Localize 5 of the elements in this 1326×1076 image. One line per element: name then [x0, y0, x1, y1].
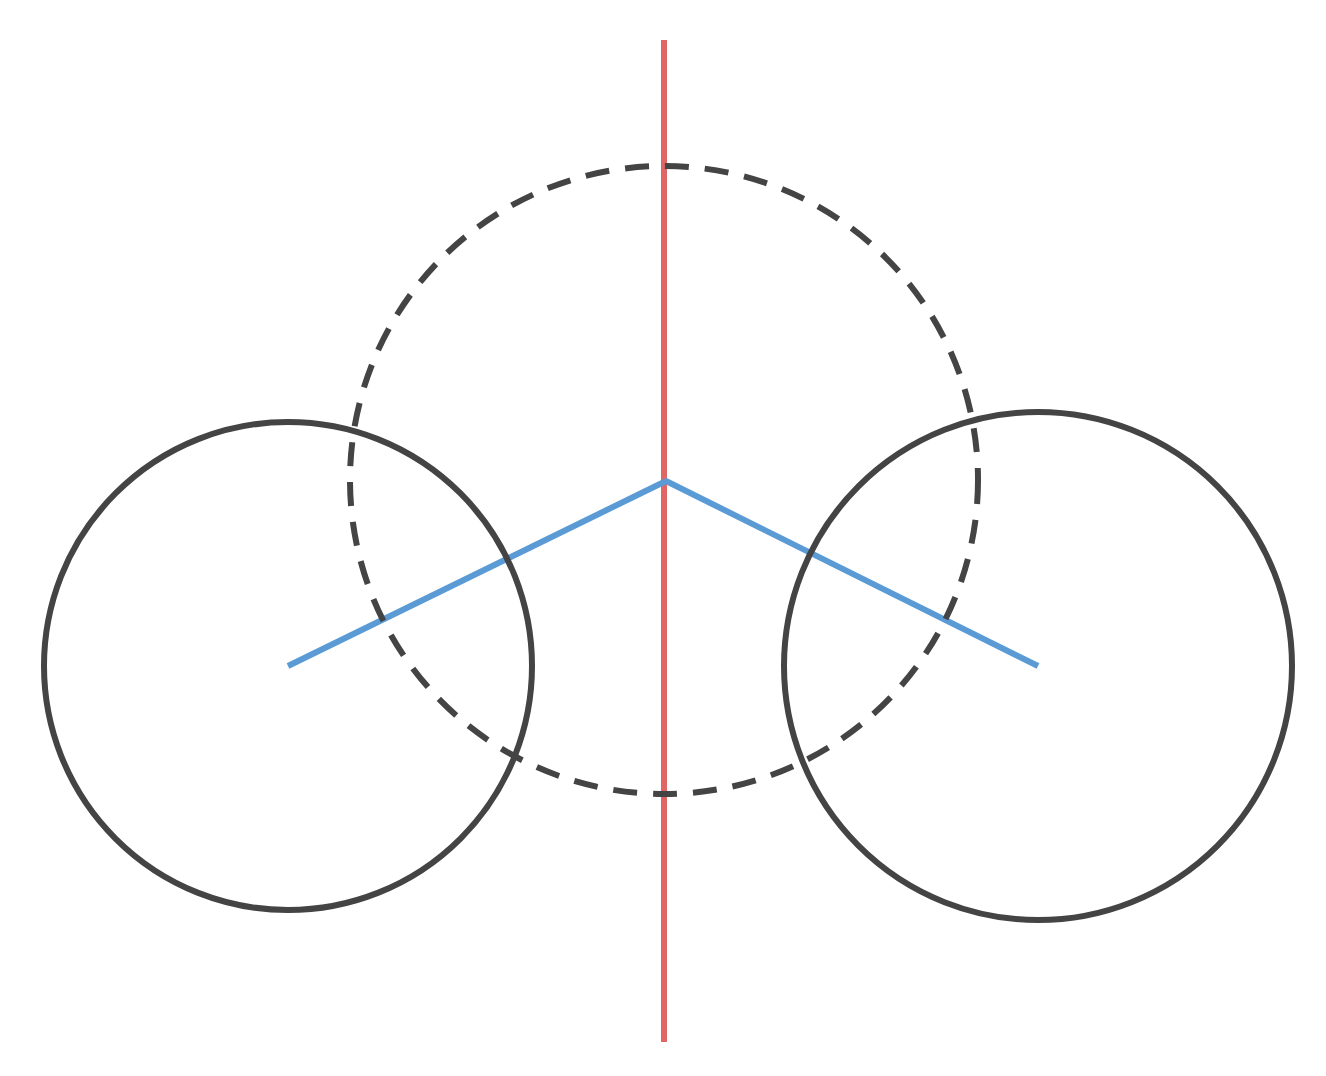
connector-line [286, 479, 666, 669]
circle [40, 418, 536, 914]
connector-line [662, 477, 1040, 669]
dashed-circle [346, 162, 982, 798]
circle [780, 408, 1296, 924]
